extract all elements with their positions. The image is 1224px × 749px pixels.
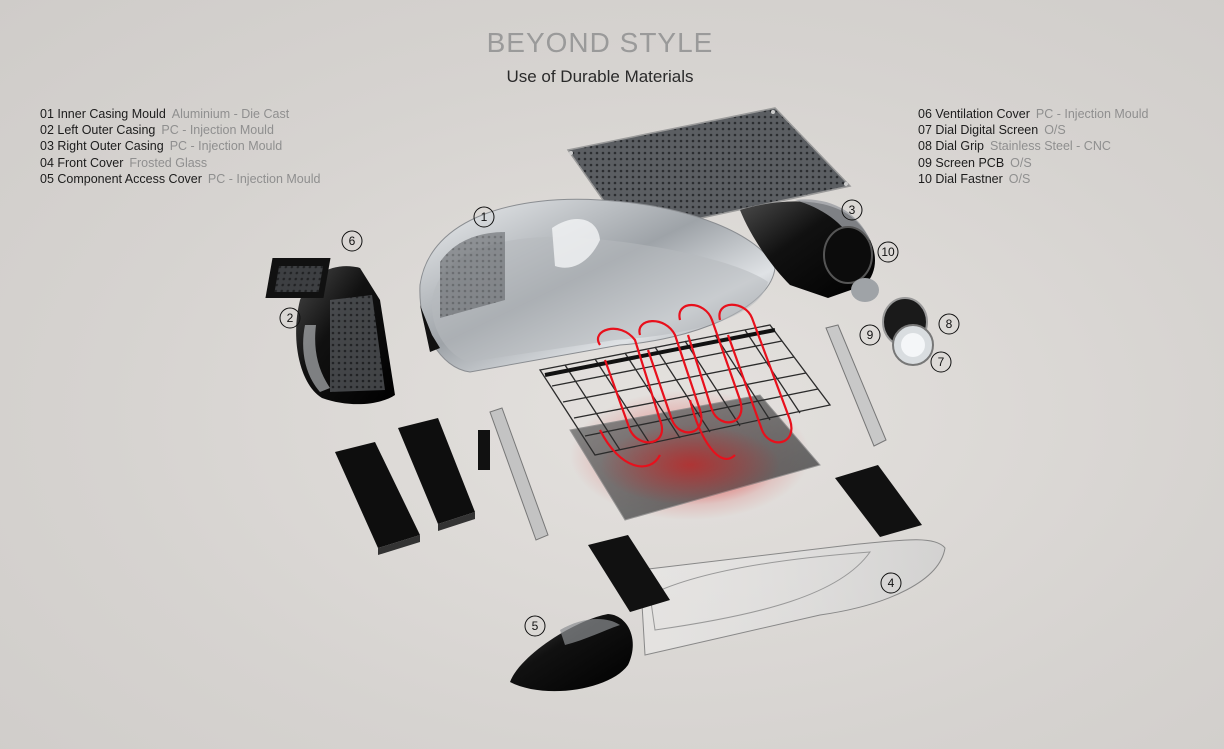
legend-item-name: 09 Screen PCB [918, 155, 1005, 170]
legend-item: 04 Front Cover Frosted Glass [40, 155, 320, 171]
callout-number: 10 [881, 245, 895, 259]
legend-item-material: Frosted Glass [129, 155, 208, 170]
legend-item-material: PC - Injection Mould [207, 171, 321, 186]
left-outer-casing-part [296, 266, 395, 405]
right-outer-casing-part [740, 199, 876, 298]
legend-item: 03 Right Outer Casing PC - Injection Moul… [40, 138, 320, 154]
component-access-cover-part [510, 614, 633, 692]
legend-item: 08 Dial Grip Stainless Steel - CNC [918, 138, 1148, 154]
legend-item-material: Stainless Steel - CNC [990, 139, 1111, 154]
callout-6: 6 [341, 230, 363, 252]
page-title: BEYOND STYLE [486, 27, 714, 58]
legend-item: 06 Ventilation Cover PC - Injection Mould [918, 106, 1148, 122]
legend-item-material: O/S [1044, 123, 1066, 138]
callout-1: 1 [473, 206, 495, 228]
callout-number: 7 [938, 355, 945, 369]
left-battery-block-part [335, 418, 475, 555]
front-cover-endcap-part [588, 465, 922, 612]
callout-number: 5 [532, 619, 539, 633]
legend-item-name: 03 Right Outer Casing [40, 139, 164, 154]
callout-7: 7 [930, 351, 952, 373]
dial-assembly-part [851, 278, 934, 366]
callout-number: 3 [849, 203, 856, 217]
callout-number: 6 [349, 234, 356, 248]
legend-item: 07 Dial Digital Screen O/S [918, 122, 1148, 138]
vent-grid-part [265, 258, 331, 298]
legend-item-material: PC - Injection Mould [169, 139, 283, 154]
callout-9: 9 [859, 324, 881, 346]
legend-item-name: 06 Ventilation Cover [918, 107, 1030, 121]
callout-8: 8 [938, 313, 960, 335]
legend-item: 09 Screen PCB O/S [918, 155, 1148, 171]
callout-3: 3 [841, 199, 863, 221]
left-bracket-part [478, 407, 549, 541]
legend-item-name: 01 Inner Casing Mould [40, 107, 166, 121]
right-bracket-part [825, 324, 887, 447]
page-subtitle: Use of Durable Materials [506, 67, 694, 86]
legend-item: 02 Left Outer Casing PC - Injection Mould [40, 122, 320, 138]
callout-number: 8 [946, 317, 953, 331]
front-cover-part [639, 539, 946, 656]
legend-item-material: O/S [1010, 155, 1032, 170]
legend-item-material: PC - Injection Mould [1035, 107, 1149, 121]
inner-casing-part [419, 198, 776, 373]
callout-2: 2 [279, 307, 301, 329]
legend-item-name: 04 Front Cover [40, 155, 124, 170]
materials-legend-right: 06 Ventilation Cover PC - Injection Mould… [918, 106, 1148, 187]
callout-4: 4 [880, 572, 902, 594]
legend-item-name: 07 Dial Digital Screen [918, 123, 1039, 138]
legend-item: 05 Component Access Cover PC - Injection … [40, 171, 320, 187]
legend-item-name: 10 Dial Fastner [918, 171, 1003, 186]
callout-5: 5 [524, 615, 546, 637]
legend-item: 01 Inner Casing Mould Aluminium - Die Cas… [40, 106, 320, 122]
legend-item-name: 08 Dial Grip [918, 139, 984, 154]
callout-number: 2 [287, 311, 294, 325]
legend-item-material: O/S [1008, 171, 1031, 186]
heating-coil-part [596, 303, 793, 468]
callout-number: 4 [888, 576, 895, 590]
callout-number: 1 [481, 210, 488, 224]
legend-item-name: 02 Left Outer Casing [40, 123, 156, 138]
legend-item-name: 05 Component Access Cover [40, 171, 202, 186]
legend-item: 10 Dial Fastner O/S [918, 171, 1148, 187]
legend-item-material: PC - Injection Mould [161, 123, 274, 138]
materials-legend-left: 01 Inner Casing Mould Aluminium - Die Cas… [40, 106, 320, 187]
callout-number: 9 [867, 328, 874, 342]
callout-10: 10 [877, 241, 899, 263]
legend-item-material: Aluminium - Die Cast [171, 107, 290, 121]
